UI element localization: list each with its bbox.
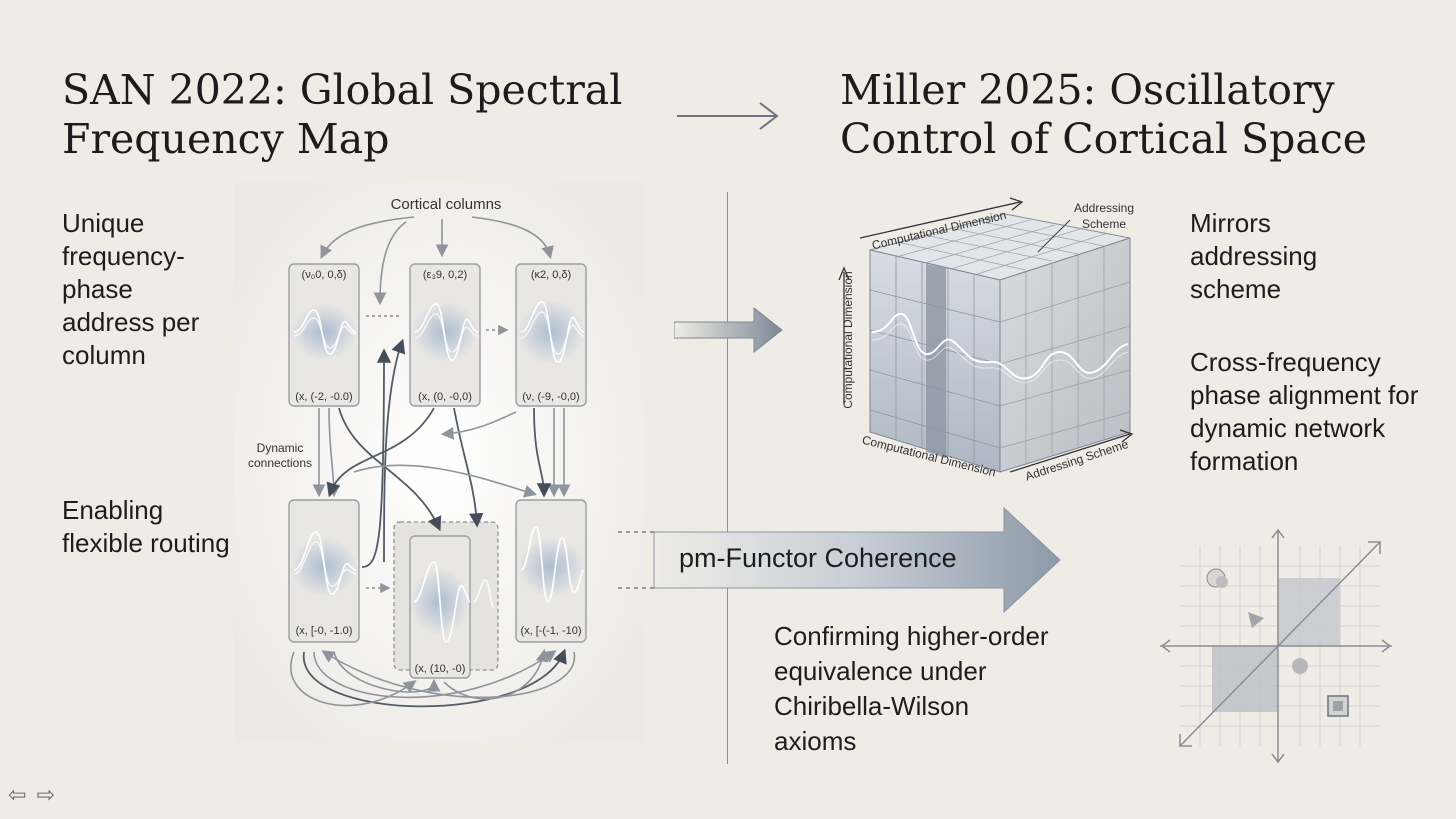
card-6-bottom: (x, [-(-1, -10) (520, 625, 581, 637)
card-5-bottom: (x, (10, -0) (415, 663, 466, 675)
prev-slide-icon[interactable]: ⇦ (8, 782, 27, 807)
left-text-address: Unique frequency- phase address per colu… (62, 208, 200, 370)
right-text-cross-frequency: Cross-frequency phase alignment for dyna… (1190, 347, 1419, 476)
column-card-4 (288, 499, 360, 643)
left-title-line2: Frequency Map (62, 115, 390, 163)
right-title-line1: Miller 2025: Oscillatory (840, 66, 1335, 114)
right-title: Miller 2025: Oscillatory Control of Cort… (840, 66, 1367, 164)
column-card-3 (515, 263, 587, 407)
column-card-5 (409, 535, 495, 679)
left-title-line1: SAN 2022: Global Spectral (62, 66, 623, 114)
cortical-columns-diagram: Cortical columns (ν₀0, 0,δ) (x, (-2, -0.… (234, 182, 644, 742)
label-arrow-4 (373, 221, 407, 306)
right-text-mirrors: Mirrors addressing scheme (1190, 208, 1318, 304)
left-title: SAN 2022: Global Spectral Frequency Map (62, 66, 622, 164)
dynamic-label-2: connections (248, 456, 312, 470)
label-arrow-3 (471, 216, 554, 260)
column-card-2 (409, 263, 481, 407)
card-1-bottom: (x, (-2, -0.0) (295, 391, 352, 403)
cube-callout-line1: Addressing (1074, 201, 1134, 215)
cube-left-label: Computational Dimension (841, 271, 855, 408)
vertical-divider (727, 192, 728, 764)
right-text-confirming: Confirming higher-order equivalence unde… (774, 621, 1049, 756)
next-slide-icon[interactable]: ⇨ (36, 782, 55, 807)
coordinate-grid-icon (1160, 528, 1392, 764)
columns-label: Cortical columns (391, 196, 502, 213)
card-1-top: (ν₀0, 0,δ) (302, 269, 347, 281)
card-4-bottom: (x, [-0, -1.0) (296, 625, 353, 637)
addressing-slice (926, 264, 946, 458)
functor-arrow-label: pm-Functor Coherence (679, 543, 957, 573)
left-text-routing: Enabling flexible routing (62, 495, 230, 558)
card-2-top: (ε₃9, 0,2) (423, 269, 467, 281)
card-2-bottom: (x, (0, -0,0) (418, 391, 472, 403)
transfer-arrow-icon (674, 306, 783, 354)
nav-controls: ⇦ ⇨ (8, 782, 55, 808)
cortical-cube-diagram: Computational Dimension Computational Di… (838, 197, 1134, 483)
label-arrow-1 (320, 216, 415, 259)
dynamic-label-1: Dynamic (257, 441, 304, 455)
column-card-6 (515, 499, 587, 643)
title-arrow-icon (677, 102, 779, 130)
card-3-top: (κ2, 0,δ) (531, 269, 571, 281)
column-card-1 (288, 263, 360, 407)
functor-arrow (618, 506, 1061, 614)
right-title-line2: Control of Cortical Space (840, 115, 1368, 163)
cube-callout-line2: Scheme (1082, 217, 1126, 231)
card-3-bottom: (ν, (-9, -0,0) (522, 391, 579, 403)
